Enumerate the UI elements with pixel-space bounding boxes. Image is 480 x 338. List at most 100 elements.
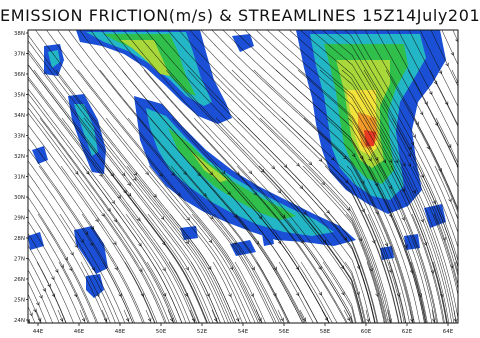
streamline-105 [165, 69, 363, 323]
streamline-arrow-157 [369, 267, 373, 272]
streamline-180 [433, 213, 458, 291]
streamline-arrow-31 [402, 162, 406, 167]
field-patch-left-d [86, 274, 104, 298]
streamline-arrow-50 [111, 200, 115, 204]
streamline-arrow-3 [99, 173, 103, 177]
streamline-arrow-23 [343, 155, 347, 160]
streamline-121 [212, 261, 243, 323]
streamline-arrow-24 [351, 153, 356, 158]
streamline-arrow-100 [253, 191, 257, 196]
streamline-arrow-28 [382, 159, 386, 164]
streamline-14 [123, 30, 357, 323]
streamline-43 [441, 30, 458, 66]
streamline-arrow-97 [162, 267, 166, 272]
streamline-88 [105, 117, 251, 323]
streamline-181 [432, 261, 448, 323]
lon-tick-label: 52E [197, 329, 208, 335]
streamline-arrow-21 [318, 158, 323, 162]
streamline-158 [343, 309, 352, 323]
streamline-22 [211, 30, 413, 323]
streamline-arrow-182 [439, 293, 444, 298]
streamline-8 [57, 30, 275, 323]
streamline-79 [58, 261, 89, 323]
lat-tick-label: 35N [14, 93, 25, 99]
friction-field [28, 30, 446, 298]
streamline-arrow-84 [138, 242, 142, 247]
lat-tick-label: 27N [14, 257, 25, 263]
streamline-arrow-111 [169, 317, 174, 322]
streamline-arrow-147 [302, 317, 306, 322]
streamline-arrow-53 [95, 218, 99, 223]
streamline-arrow-189 [453, 318, 458, 323]
streamline-arrow-62 [51, 276, 55, 281]
lon-tick-label: 50E [156, 329, 167, 335]
streamline-arrow-113 [281, 214, 286, 219]
streamline-arrow-66 [36, 301, 40, 306]
streamline-arrow-137 [361, 208, 365, 213]
streamline-arrow-125 [326, 210, 330, 214]
streamline-155 [346, 165, 410, 323]
streamline-arrow-70 [127, 192, 132, 197]
streamline-174 [411, 213, 445, 323]
streamline-arrow-81 [59, 317, 64, 322]
streamline-arrow-96 [185, 240, 189, 244]
streamline-13 [112, 30, 348, 323]
streamline-arrow-19 [296, 162, 300, 167]
field-patch-left-strip-core [74, 104, 98, 156]
streamline-81 [77, 69, 263, 323]
lat-tick-label: 28N [14, 236, 25, 242]
streamline-27 [266, 30, 444, 323]
streamline-arrow-177 [410, 318, 414, 323]
streamline-arrow-104 [162, 292, 167, 297]
streamline-arrow-152 [341, 291, 345, 296]
streamline-65 [28, 281, 47, 323]
streamline-arrow-13 [221, 170, 226, 175]
streamline-arrow-99 [126, 317, 130, 322]
streamline-94 [127, 117, 277, 323]
streamline-arrow-133 [295, 266, 300, 271]
streamline-63 [28, 256, 60, 323]
streamline-arrow-34 [408, 146, 412, 150]
streamline-arrow-37 [415, 121, 419, 126]
map-title: EMISSION FRICTION(m/s) & STREAMLINES 15Z… [0, 6, 480, 25]
streamline-109 [168, 261, 200, 323]
streamline-arrow-128 [250, 293, 254, 297]
field-band-higher-gulf [190, 150, 228, 182]
streamline-2 [28, 78, 195, 323]
streamline-arrow-85 [114, 266, 118, 271]
lon-tick-label: 48E [115, 329, 126, 335]
streamline-arrow-86 [96, 293, 100, 298]
streamline-arrow-30 [395, 159, 399, 164]
streamline-arrow-116 [206, 293, 210, 297]
streamline-arrow-83 [160, 216, 165, 220]
streamline-30 [299, 30, 458, 321]
streamline-arrow-186 [457, 172, 458, 173]
streamline-47 [28, 64, 208, 323]
streamline-143 [302, 165, 388, 323]
streamline-arrow-90 [161, 241, 166, 246]
streamline-44 [452, 30, 458, 43]
streamline-arrow-117 [191, 317, 196, 322]
streamline-arrow-159 [346, 317, 351, 322]
streamline-141 [297, 69, 438, 323]
streamline-76 [61, 117, 200, 323]
streamline-arrow-74 [51, 293, 56, 298]
streamline-arrow-22 [331, 156, 335, 161]
streamline-99 [143, 69, 347, 323]
streamline-arrow-57 [74, 244, 78, 248]
lat-tick-label: 29N [14, 216, 25, 222]
streamline-arrow-71 [113, 218, 117, 223]
streamline-127 [234, 261, 266, 323]
streamline-arrow-171 [388, 318, 392, 323]
lon-tick-label: 62E [402, 329, 413, 335]
lon-tick-label: 44E [33, 329, 44, 335]
streamline-113 [192, 165, 305, 323]
streamline-162 [367, 213, 405, 323]
streamline-arrow-76 [153, 193, 157, 198]
streamline-arrow-115 [229, 266, 234, 271]
lon-tick-label: 56E [279, 329, 290, 335]
streamline-arrow-79 [91, 267, 95, 271]
streamline-arrow-8 [159, 173, 163, 177]
streamline-arrow-167 [432, 200, 436, 205]
streamline-19 [178, 30, 393, 323]
